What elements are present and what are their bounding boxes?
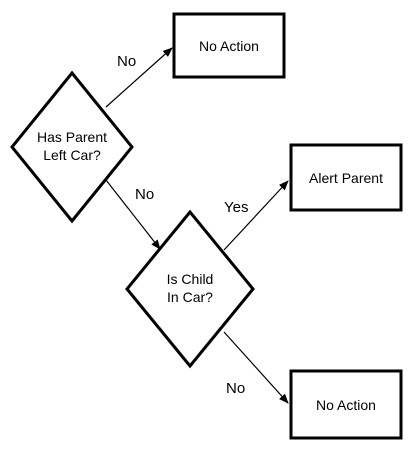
edge-parent-to-no-action (105, 47, 173, 108)
decision-diamond-parent (10, 70, 134, 224)
node-no-action-bottom-label: No Action (316, 397, 376, 413)
node-no-action-top-box (172, 12, 286, 79)
edge-child-to-alert (223, 180, 289, 251)
edge-label-child-to-alert: Yes (224, 199, 248, 216)
edge-label-parent-to-no-action: No (117, 53, 136, 70)
node-has-parent-left-car-line2: Left Car? (43, 147, 101, 163)
node-is-child-in-car-line2: In Car? (167, 289, 213, 305)
edge-child-to-no-action (223, 331, 289, 404)
node-no-action-bottom-box (289, 369, 403, 440)
node-alert-parent-label: Alert Parent (309, 170, 383, 186)
edge-parent-to-child (105, 179, 161, 250)
node-has-parent-left-car: Has Parent Left Car? (10, 70, 134, 224)
decision-diamond-child (125, 209, 255, 369)
node-is-child-in-car: Is Child In Car? (125, 209, 255, 369)
node-no-action-top-label: No Action (199, 38, 259, 54)
node-alert-parent-box (289, 143, 403, 212)
edge-label-parent-to-child: No (135, 186, 154, 203)
node-no-action-top: No Action (172, 12, 286, 79)
node-has-parent-left-car-line1: Has Parent (37, 129, 107, 145)
node-no-action-bottom: No Action (289, 369, 403, 440)
node-is-child-in-car-line1: Is Child (167, 271, 214, 287)
edge-label-child-to-no-action: No (226, 380, 245, 397)
node-alert-parent: Alert Parent (289, 143, 403, 212)
